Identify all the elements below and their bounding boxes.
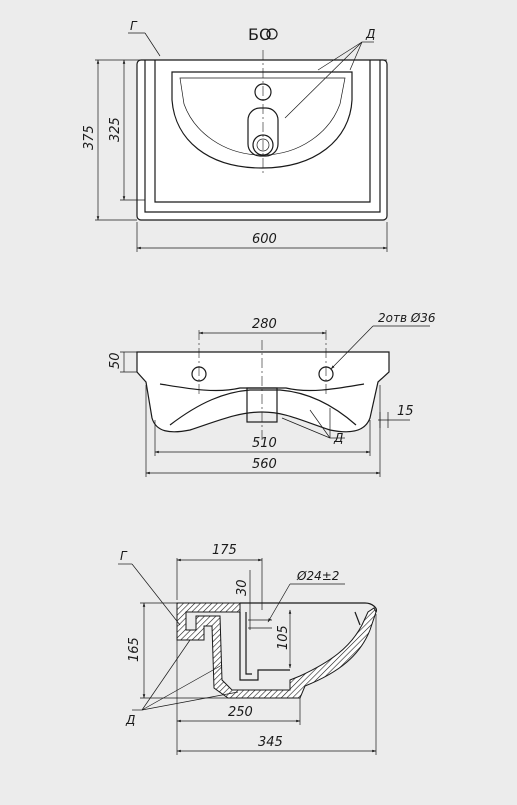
dim-250: 250: [228, 705, 253, 720]
dim-325: 325: [108, 117, 123, 142]
drain-inner: [256, 138, 270, 152]
leader: [281, 417, 331, 439]
dim-15: 15: [397, 404, 414, 419]
title-circle-icon: [266, 28, 278, 40]
dim-105: 105: [276, 625, 291, 650]
label-d: Д: [365, 27, 375, 41]
overflow-inner: [245, 612, 252, 675]
label-d-side: Д: [125, 713, 135, 727]
top-view: БО 600 375 325 Г: [82, 19, 388, 252]
leader: [309, 409, 331, 439]
front-body: [136, 351, 390, 433]
dim-280: 280: [252, 317, 277, 332]
label-g-side: Г: [120, 549, 128, 563]
leader: [317, 41, 363, 71]
side-view: 175 30 Ø24±2 105 165 250 345 Г: [118, 543, 377, 755]
leader: [330, 325, 374, 370]
dim-345: 345: [258, 735, 283, 750]
dim-165: 165: [127, 637, 142, 662]
bowl-curve: [159, 383, 365, 392]
label-g: Г: [130, 19, 138, 33]
leader: [141, 639, 191, 711]
dim-holes: 2отв Ø36: [378, 311, 436, 325]
dim-175: 175: [212, 543, 237, 558]
leader: [349, 41, 363, 71]
dim-600: 600: [252, 232, 277, 247]
label-d-front: Д: [333, 431, 343, 445]
inner-rim: [144, 60, 381, 213]
leader: [131, 563, 181, 626]
front-view: 280 2отв Ø36 50 510 560 15 Д: [108, 311, 436, 477]
bowl-lower: [169, 389, 357, 426]
section-body: [176, 602, 377, 699]
dim-375: 375: [82, 125, 97, 150]
dim-560: 560: [252, 457, 277, 472]
dim-drain: Ø24±2: [296, 569, 339, 583]
top-view-title: БО: [248, 25, 272, 44]
dim-510: 510: [252, 436, 277, 451]
rim-lip: [354, 611, 361, 626]
overflow-channel: [239, 612, 290, 681]
dim-50: 50: [108, 352, 123, 369]
leader: [267, 583, 291, 623]
top-rim: [240, 602, 377, 613]
leader: [141, 691, 239, 711]
leader: [144, 32, 161, 57]
bowl-edge: [154, 60, 371, 203]
leader: [284, 41, 363, 119]
dim-30: 30: [235, 579, 250, 596]
leader: [141, 664, 223, 711]
bowl: [171, 71, 353, 169]
